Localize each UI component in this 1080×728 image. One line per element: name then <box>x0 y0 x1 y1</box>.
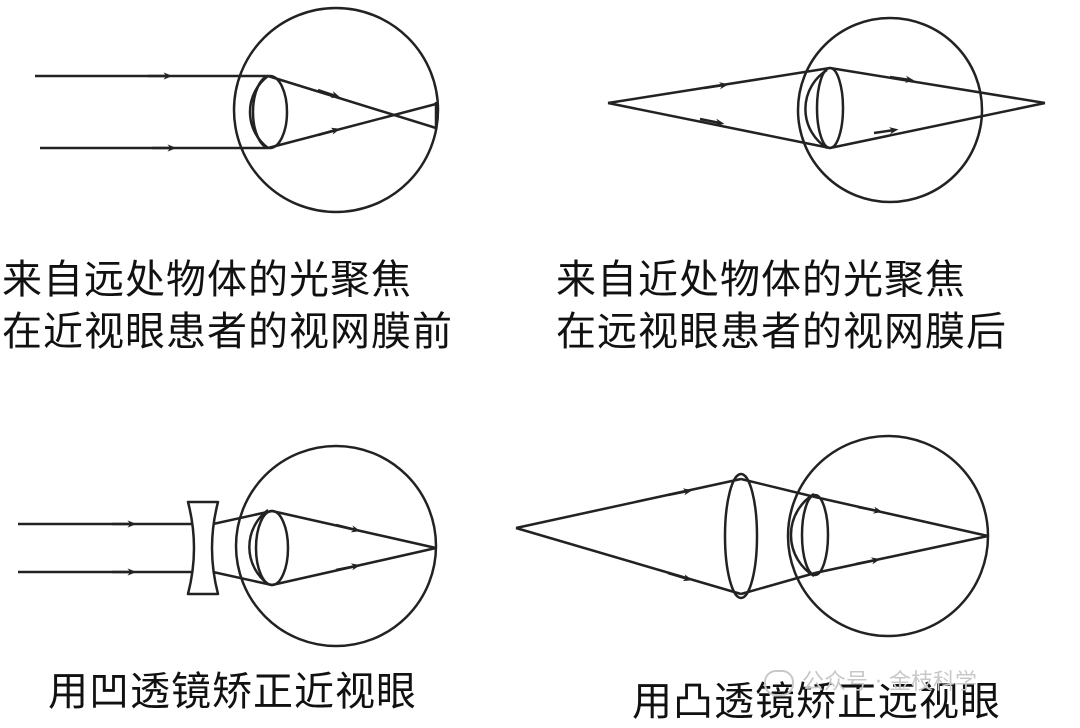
cornea <box>804 68 828 150</box>
concave-lens <box>186 500 220 596</box>
panel-myopia-caption: 来自远处物体的光聚焦 在近视眼患者的视网膜前 <box>2 254 453 358</box>
caption-line: 在近视眼患者的视网膜前 <box>2 309 453 355</box>
cornea <box>789 492 815 578</box>
caption-line: 在远视眼患者的视网膜后 <box>556 309 1007 355</box>
eyeball <box>234 444 438 648</box>
panel-hyperopia-caption: 来自近处物体的光聚焦 在远视眼患者的视网膜后 <box>556 254 1007 358</box>
refracted-ray-top <box>267 74 437 130</box>
wechat-icon <box>764 670 794 696</box>
caption-line: 来自近处物体的光聚焦 <box>556 257 966 303</box>
panel-convex-caption: 用凸透镜矫正远视眼 <box>632 676 1001 728</box>
eye-lens <box>800 493 830 577</box>
panel-concave-correction-diagram <box>18 444 438 648</box>
incoming-ray-bottom <box>515 526 742 596</box>
diverging-ray-top <box>212 509 273 526</box>
eyeball <box>786 434 990 638</box>
diverging-ray-bottom <box>212 570 273 587</box>
convex-lens <box>723 472 759 600</box>
panel-myopia-diagram <box>35 6 440 214</box>
cornea <box>248 508 269 586</box>
refracted-ray-bottom <box>267 102 437 150</box>
refracted-ray-bottom <box>829 101 1046 150</box>
eyeball <box>232 6 440 214</box>
caption-line: 来自远处物体的光聚焦 <box>2 257 412 303</box>
eye-lens <box>815 66 845 150</box>
caption-line: 用凹透镜矫正近视眼 <box>48 669 417 715</box>
panel-concave-caption: 用凹透镜矫正近视眼 <box>48 666 417 718</box>
panel-hyperopia-diagram <box>607 16 1046 204</box>
converging-ray-top <box>740 477 816 499</box>
incoming-ray-bottom <box>607 101 831 150</box>
caption-line: 用凸透镜矫正远视眼 <box>632 679 1001 725</box>
refracted-ray-top <box>829 66 1046 105</box>
focused-ray-top <box>814 495 989 538</box>
watermark-text: 公众号 · 金枝科学 <box>802 670 977 695</box>
incoming-ray-top <box>515 477 742 530</box>
eyeball <box>796 16 984 204</box>
watermark: 公众号 · 金枝科学 <box>764 664 977 696</box>
focused-ray-bottom <box>814 534 989 575</box>
eye-lens <box>251 74 289 150</box>
converging-ray-bottom <box>740 571 816 596</box>
eye-lens <box>254 509 290 587</box>
panel-convex-correction-diagram <box>515 434 990 638</box>
